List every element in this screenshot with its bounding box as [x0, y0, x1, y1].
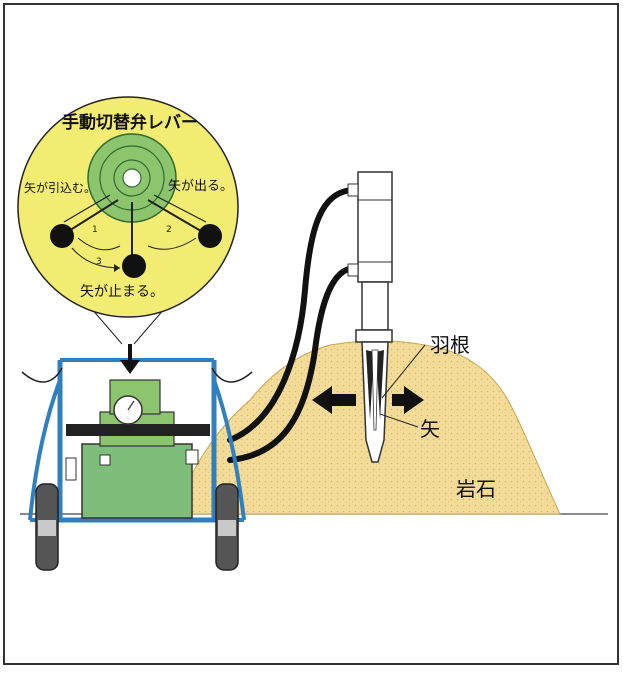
label-wing: 羽根: [430, 333, 470, 357]
power-unit-cart: [21, 344, 253, 571]
hydraulic-hose-lower: [227, 265, 358, 463]
pump-tank: [81, 443, 193, 519]
hydraulic-hose-upper: [227, 187, 358, 443]
lever-knob-stop: [122, 254, 146, 278]
wedge-leader-line: [379, 413, 419, 428]
label-extend: 矢が出る。: [168, 179, 233, 194]
spread-arrow-right: [392, 386, 424, 414]
lever-knob-extend: [198, 224, 222, 248]
lever-number-2: 2: [166, 225, 172, 235]
lever-pointer-arrow: [120, 344, 140, 374]
lever-knob-retract: [50, 224, 74, 248]
spread-arrow-left: [312, 386, 356, 414]
label-wedge: 矢: [420, 417, 440, 441]
rock-splitter-tool: [347, 171, 393, 463]
pressure-gauge: [113, 395, 143, 425]
wing-blade-left: [366, 350, 374, 420]
lever-rod-retract: [63, 199, 119, 235]
lever-number-1: 1: [92, 225, 98, 235]
inset-title: 手動切替弁レバー: [62, 112, 198, 133]
wedge: [371, 349, 379, 431]
label-rock: 岩石: [456, 477, 496, 501]
label-retract: 矢が引込む。: [24, 180, 96, 195]
wing-leader-line: [381, 344, 426, 399]
lever-number-3: 3: [96, 257, 102, 267]
lever-rod-extend: [147, 199, 207, 235]
label-stop: 矢が止まる。: [80, 284, 164, 300]
wing-blade-right: [376, 350, 384, 420]
valve-lever-inset: 1 2 3 手動切替弁レバー 矢が引込む。 矢が出る。 矢が止まる。: [17, 96, 239, 318]
